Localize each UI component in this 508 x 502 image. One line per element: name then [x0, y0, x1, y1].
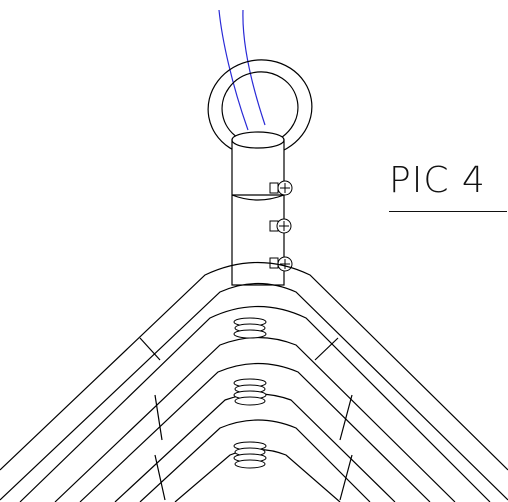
cable: [218, 9, 266, 131]
pic-label: PIC 4: [389, 160, 486, 201]
springs: [233, 317, 267, 469]
spring-3: [233, 441, 267, 469]
set-screw-2: [269, 218, 292, 234]
spring-2: [233, 378, 267, 406]
set-screw-1: [269, 180, 293, 196]
pic-label-underline: [389, 211, 507, 212]
frame-tubes: [0, 262, 508, 502]
spring-1: [233, 317, 267, 339]
